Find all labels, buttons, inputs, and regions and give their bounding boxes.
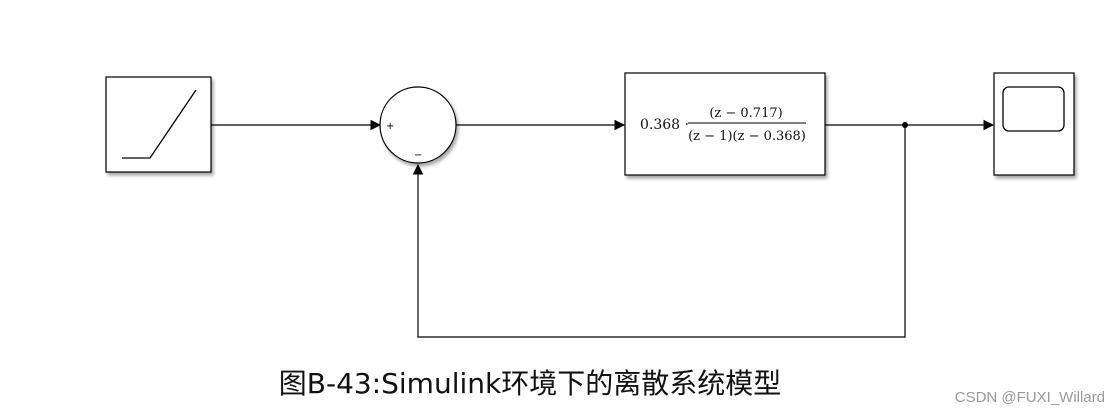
watermark: CSDN @FUXI_Willard [954,389,1105,406]
sum-plus-sign: + [386,121,394,132]
feedback-line[interactable] [412,125,906,338]
tf-denominator: (z − 1)(z − 0.368) [688,129,806,144]
sum-block[interactable]: + − [379,86,457,164]
scope-block[interactable] [993,72,1075,176]
discrete-transfer-fcn-block[interactable]: 0.368 · (z − 0.717) (z − 1)(z − 0.368) [624,72,826,176]
tf-numerator: (z − 0.717) [709,106,782,121]
figure-caption: 图B-43:Simulink环境下的离散系统模型 [278,367,782,400]
tf-gain: 0.368 · [640,117,689,133]
ramp-block[interactable] [105,76,212,173]
ramp-icon [122,89,197,159]
sum-minus-sign: − [414,150,422,161]
scope-screen-icon [1002,86,1065,132]
